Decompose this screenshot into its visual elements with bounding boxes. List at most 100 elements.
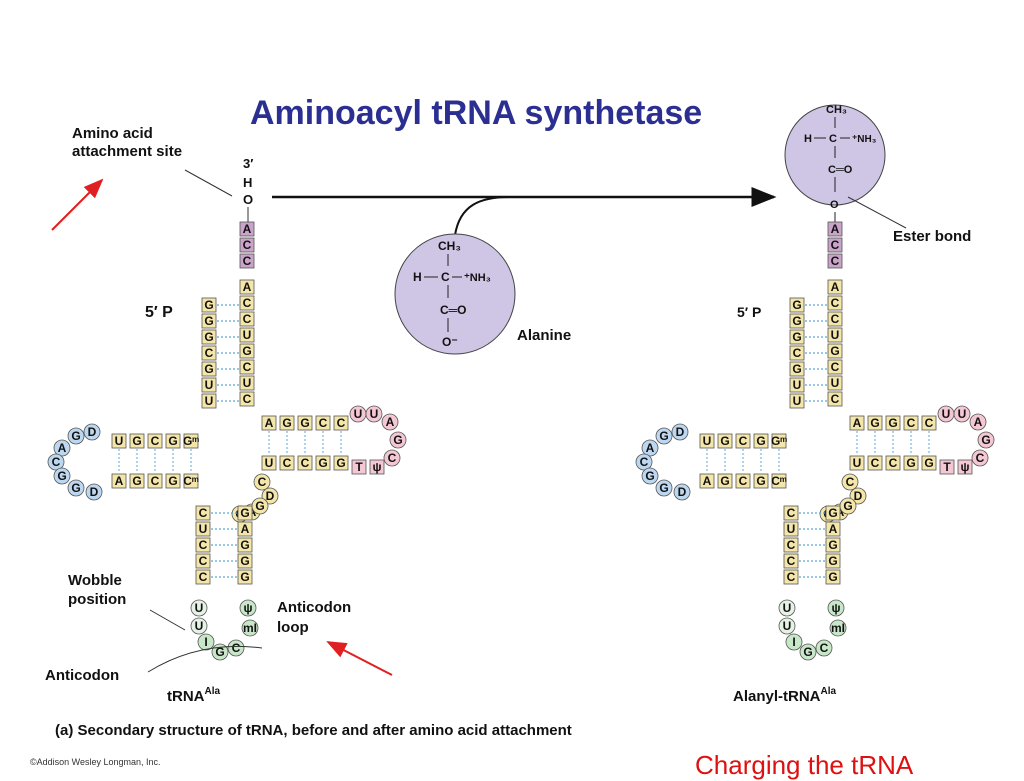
anticodon-loop-base: ψ <box>831 601 840 615</box>
d-loop-base-circle <box>655 479 673 497</box>
anticodon-right-base-box <box>237 537 253 553</box>
d-stem-bottom-base: A <box>703 474 712 488</box>
acceptor-right-base-box <box>827 375 843 391</box>
d-stem-bottom-base-box <box>129 473 145 489</box>
d-loop-base-circle <box>641 439 659 457</box>
acceptor-left-base: G <box>204 362 213 376</box>
caption-text: Secondary structure of tRNA, before and … <box>77 722 572 739</box>
t-stem-bottom-base-box <box>279 455 295 471</box>
svg-text:O: O <box>830 199 839 211</box>
d-loop-base: G <box>71 429 80 443</box>
anticodon-loop-base-circle <box>190 617 208 635</box>
anticodon-loop-base-circle <box>785 633 803 651</box>
h-label: H <box>243 175 252 190</box>
d-stem-bottom-base: G <box>168 474 177 488</box>
variable-loop-base: D <box>854 489 863 503</box>
d-loop-base: D <box>88 425 97 439</box>
o-label: O <box>243 192 253 207</box>
alanine-join-curve <box>454 196 511 236</box>
t-loop-special-base: T <box>355 460 363 474</box>
acceptor-cap-base-box <box>827 221 843 237</box>
t-stem-bottom-base-box <box>333 455 349 471</box>
trna-ala-label: tRNAAla <box>167 686 221 705</box>
footer-note: Charging the tRNA <box>695 750 914 780</box>
acceptor-left-base-box <box>201 297 217 313</box>
acceptor-left-base: U <box>205 394 214 408</box>
d-loop-base-circle <box>47 453 65 471</box>
anticodon-left-base-box <box>783 505 799 521</box>
d-stem-bottom-base-box <box>699 473 715 489</box>
acceptor-right-base: C <box>831 296 840 310</box>
acceptor-right-base-box <box>827 359 843 375</box>
anticodon-loop-base-circle <box>190 599 208 617</box>
anticodon-right-base-box <box>237 521 253 537</box>
acceptor-left-base-box <box>789 393 805 409</box>
d-loop-base-circle <box>671 423 689 441</box>
anticodon-left-base: U <box>199 522 208 536</box>
acceptor-right-base: A <box>831 280 840 294</box>
d-stem-top-base: G <box>168 434 177 448</box>
d-stem-bottom-base-box <box>147 473 163 489</box>
acceptor-cap-base-box <box>827 253 843 269</box>
acceptor-right-base: G <box>830 344 839 358</box>
t-stem-top-base-box <box>885 415 901 431</box>
t-stem-bottom-base-box <box>921 455 937 471</box>
variable-loop-base: C <box>846 475 855 489</box>
t-loop-base-circle <box>969 413 987 431</box>
acceptor-left-base: C <box>205 346 214 360</box>
t-stem-top-base-box <box>921 415 937 431</box>
acceptor-right-base-box <box>827 279 843 295</box>
variable-loop-base-circle <box>841 473 859 491</box>
figure-caption: (a) Secondary structure of tRNA, before … <box>55 722 572 739</box>
anticodon-loop-base-circle <box>815 639 833 657</box>
d-stem-top-base: Gᵐ <box>183 434 199 448</box>
anticodon-loop-base: U <box>195 601 204 615</box>
anticodon-left-base: C <box>199 570 208 584</box>
d-stem-bottom-base-box <box>735 473 751 489</box>
d-stem-bottom-base: G <box>720 474 729 488</box>
anticodon-loop-base-circle <box>197 633 215 651</box>
acceptor-left-base-box <box>201 313 217 329</box>
d-stem-bottom-base-box <box>183 473 199 489</box>
acceptor-right-base-box <box>827 391 843 407</box>
acceptor-right-base-box <box>827 311 843 327</box>
d-stem-bottom-base: G <box>756 474 765 488</box>
page-title: Aminoacyl tRNA synthetase <box>250 94 703 132</box>
t-loop-base-circle <box>971 449 989 467</box>
acceptor-right-base: C <box>831 360 840 374</box>
t-stem-top-base-box <box>849 415 865 431</box>
t-loop-special-base: ψ <box>960 460 969 474</box>
d-stem-bottom-base-box <box>753 473 769 489</box>
variable-loop-base: G <box>255 499 264 513</box>
d-loop-base-circle <box>83 423 101 441</box>
t-stem-top-base: C <box>925 416 934 430</box>
t-stem-top-base: A <box>265 416 274 430</box>
variable-loop-base: C <box>258 475 267 489</box>
anticodon-loop-base-circle <box>829 619 847 637</box>
anticodon-right-base-box <box>237 553 253 569</box>
t-stem-top-base: C <box>907 416 916 430</box>
t-stem-bottom-base: C <box>301 456 310 470</box>
acceptor-left-base-box <box>201 329 217 345</box>
d-stem-bottom-base-box <box>771 473 787 489</box>
acceptor-right-base: U <box>243 376 252 390</box>
acceptor-cap-base: A <box>831 222 840 236</box>
svg-text:⁺NH₃: ⁺NH₃ <box>852 134 877 145</box>
t-loop-base-circle <box>977 431 995 449</box>
d-loop-base-circle <box>85 483 103 501</box>
anticodon-left-base-box <box>195 521 211 537</box>
anticodon-loop-base: U <box>783 601 792 615</box>
svg-text:H: H <box>804 133 812 145</box>
anticodon-right-base-box <box>825 569 841 585</box>
anticodon-loop-base: U <box>783 619 792 633</box>
caption-part: (a) <box>55 722 74 739</box>
svg-text:C═O: C═O <box>440 303 467 317</box>
t-stem-bottom-base-box <box>315 455 331 471</box>
acceptor-cap-base: C <box>243 238 252 252</box>
t-loop-special-base: T <box>943 460 951 474</box>
svg-text:O⁻: O⁻ <box>442 335 458 349</box>
acceptor-right-base-box <box>239 311 255 327</box>
t-loop-special-base-box <box>939 459 955 475</box>
anticodon-loop-base: mI <box>831 621 845 635</box>
